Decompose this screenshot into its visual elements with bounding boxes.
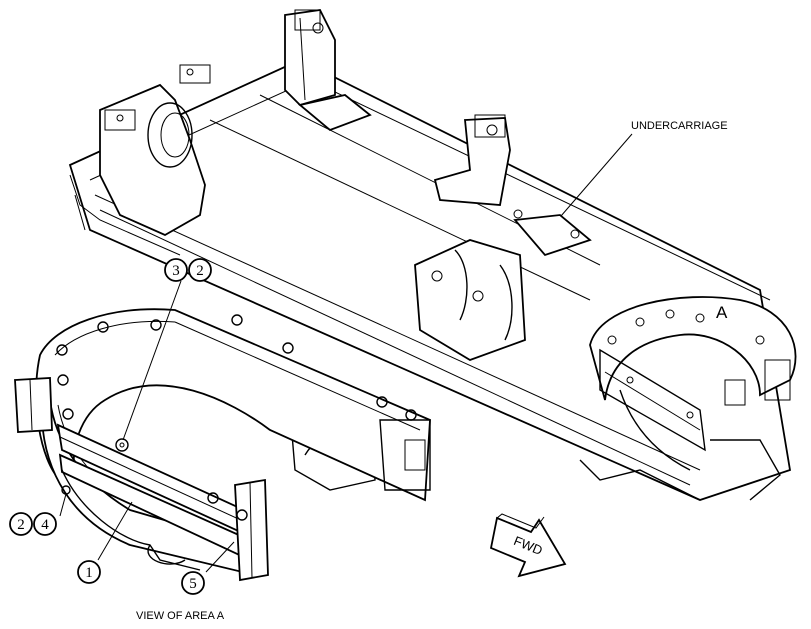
callout-2-top: 2 (188, 258, 212, 282)
callout-2-top-label: 2 (196, 263, 204, 279)
callout-2-left: 2 (9, 512, 33, 536)
callout-4: 4 (33, 512, 57, 536)
callout-1: 1 (77, 560, 101, 584)
callout-2-left-label: 2 (17, 517, 25, 533)
callout-3: 3 (164, 258, 188, 282)
callout-3-label: 3 (172, 263, 180, 279)
callout-5-label: 5 (189, 576, 197, 592)
fwd-arrow: FWD (489, 513, 567, 578)
undercarriage-frame (68, 9, 797, 501)
bolt-set (56, 314, 417, 521)
callout-4-label: 4 (41, 517, 49, 533)
undercarriage-label: UNDERCARRIAGE (631, 120, 728, 132)
leader-lines (59, 133, 633, 573)
area-a-detail-view (14, 308, 431, 582)
callout-1-label: 1 (85, 565, 93, 581)
callout-5: 5 (181, 571, 205, 595)
area-a-marker: A (716, 303, 728, 322)
view-caption: VIEW OF AREA A (136, 610, 225, 622)
